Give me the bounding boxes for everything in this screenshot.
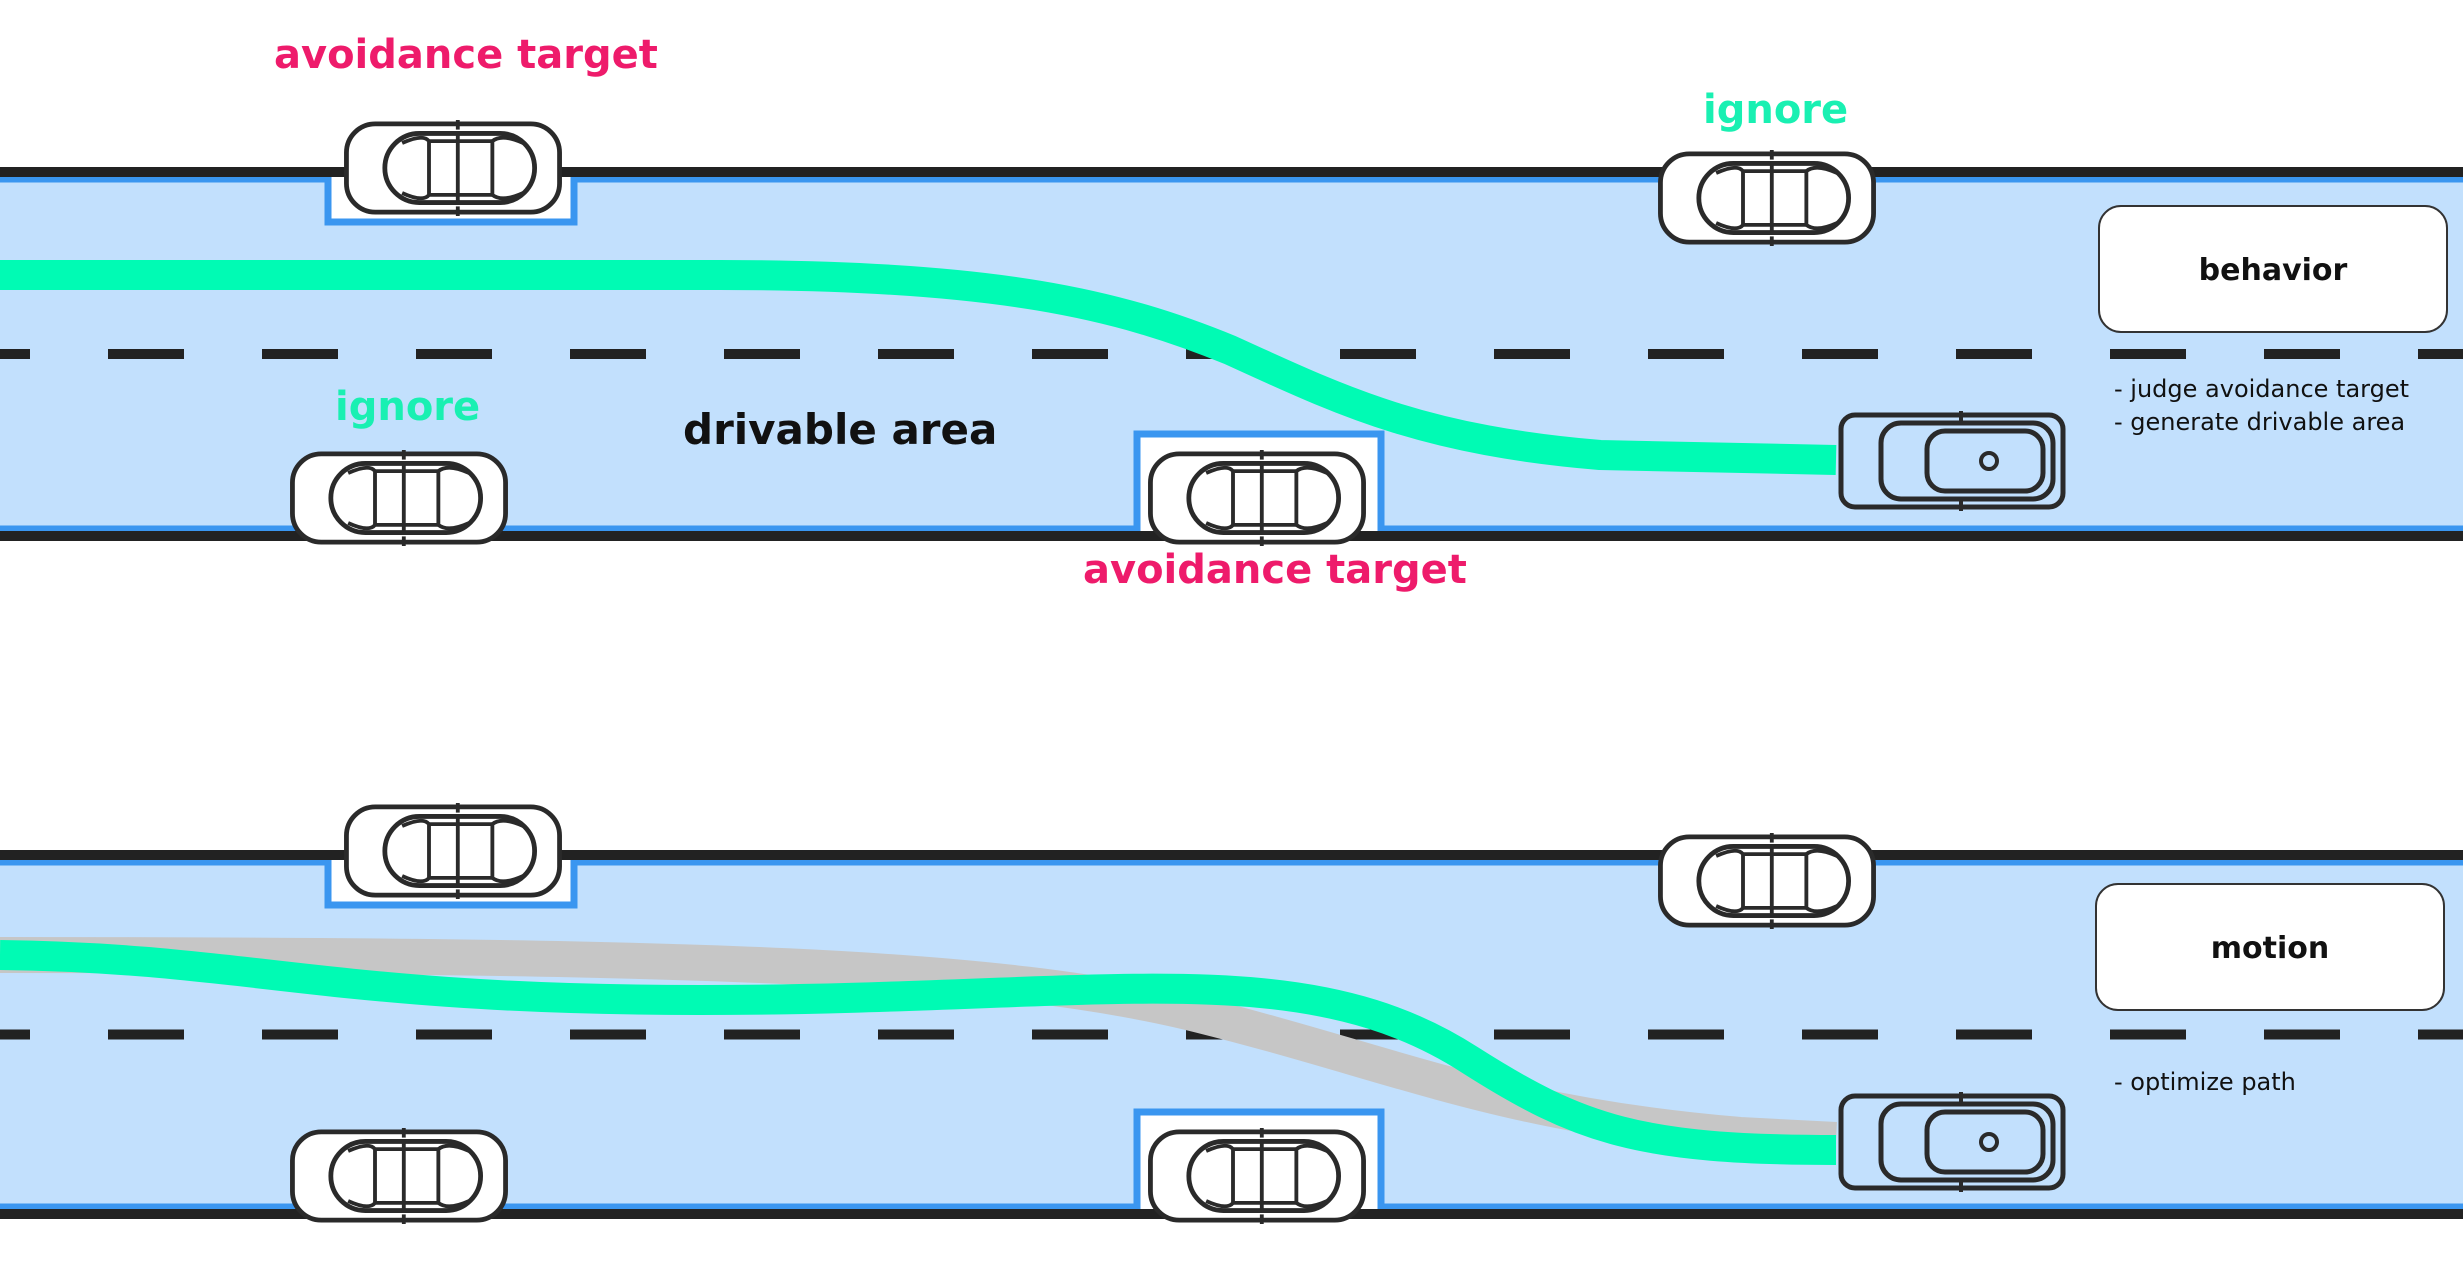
ego-vehicle-icon [1841,1092,2063,1192]
motion-panel: motion - optimize path [0,803,2463,1224]
car-topdown-icon [1660,833,1873,929]
avoidance-target-label: avoidance target [274,32,658,78]
motion-box [2095,883,2445,1011]
behavior-box [2098,205,2448,333]
motion-box-title: motion [2211,931,2329,966]
motion-path [0,940,1837,1165]
ego-vehicle-icon [1841,411,2063,511]
behavior-box-title: behavior [2199,253,2348,288]
behavior-panel: behavior - judge avoidance target - genera… [0,32,2463,593]
car-topdown-icon [1660,150,1873,246]
drivable-area-label: drivable area [683,405,997,454]
drivable-boundary-lower [0,430,2463,533]
car-topdown-icon [292,1128,505,1224]
behavior-note: - generate drivable area [2114,408,2405,436]
drivable-boundary-lower [0,1108,2463,1211]
avoidance-target-label: avoidance target [1083,547,1467,593]
car-topdown-icon [346,803,559,899]
behavior-note: - judge avoidance target [2114,375,2409,403]
drivable-boundary-upper [0,175,2463,226]
car-topdown-icon [1150,1128,1363,1224]
car-topdown-icon [346,120,559,216]
car-topdown-icon [292,450,505,546]
drivable-boundary-upper [0,858,2463,909]
behavior-path [0,260,1837,475]
motion-note: - optimize path [2114,1068,2296,1096]
ignore-label: ignore [1703,87,1848,133]
car-topdown-icon [1150,450,1363,546]
ignore-label: ignore [335,384,480,430]
